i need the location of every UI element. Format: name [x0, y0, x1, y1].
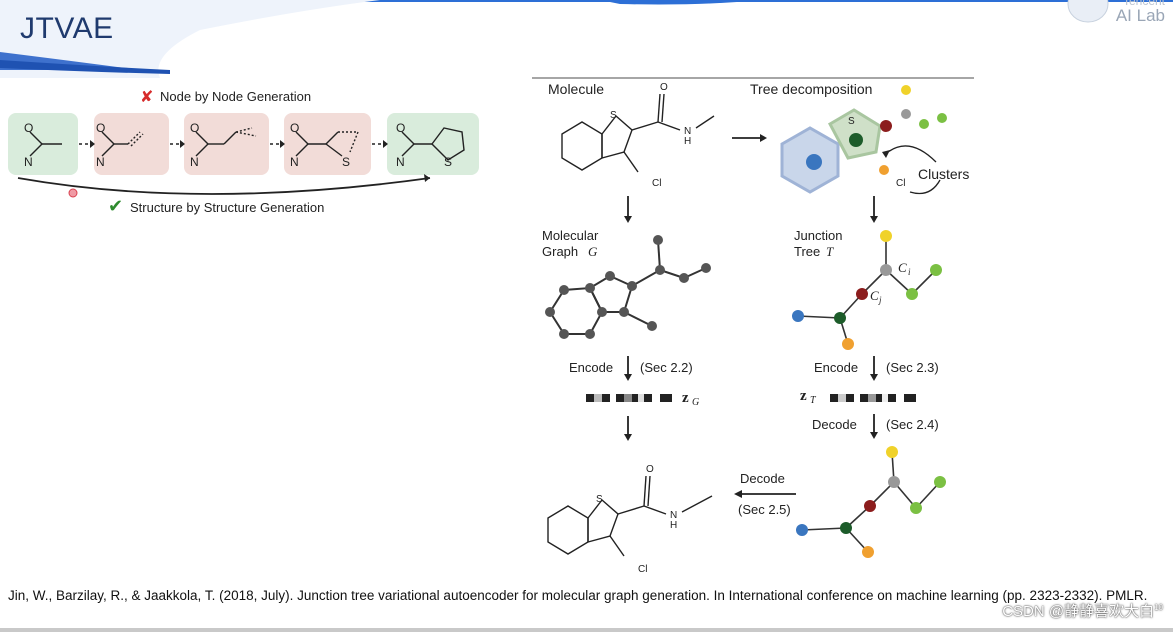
atom-s-4: S — [342, 155, 350, 169]
box-step-5 — [387, 113, 479, 175]
molecule-top — [561, 93, 715, 173]
atom-o-top: O — [660, 82, 668, 93]
graph-symbol: G — [588, 244, 598, 259]
latent-vector-left — [586, 394, 672, 402]
atom-n-3: N — [190, 155, 199, 169]
cj-sub: j — [878, 295, 882, 305]
lab-logo-icon — [1067, 0, 1109, 23]
lab-logo-line1: Tencent — [1122, 0, 1165, 7]
check-icon: ✔ — [108, 196, 123, 217]
atom-s-tree: S — [848, 116, 855, 127]
encode-left-label: Encode — [569, 360, 613, 375]
structure-by-structure-label: Structure by Structure Generation — [130, 200, 324, 215]
atom-n-bottom: N — [670, 510, 677, 521]
atom-s-top: S — [610, 110, 617, 121]
box-step-4 — [284, 113, 371, 175]
atom-cl-top: Cl — [652, 178, 661, 189]
junction-tree-label-2: Tree — [794, 244, 820, 259]
atom-o-5: O — [396, 121, 405, 135]
sec-bottom: (Sec 2.5) — [738, 502, 791, 517]
atom-cl-tree: Cl — [896, 178, 905, 189]
sec-right-decode: (Sec 2.4) — [886, 417, 939, 432]
zg-label: z — [682, 390, 689, 406]
decode-bottom-label: Decode — [740, 471, 785, 486]
molecular-graph-label-1: Molecular — [542, 228, 599, 243]
zt-sub: T — [810, 395, 817, 406]
atom-h-top: H — [684, 136, 691, 147]
atom-n-1: N — [24, 155, 33, 169]
watermark-text: CSDN @静静喜欢大白 — [1002, 603, 1155, 620]
decode-right-label: Decode — [812, 417, 857, 432]
watermark-sup: 10 — [1154, 603, 1163, 612]
zt-label: z — [800, 388, 807, 404]
atom-cl-bottom: Cl — [638, 564, 647, 575]
header-band — [0, 0, 1173, 78]
lab-logo-line2: AI Lab — [1115, 6, 1165, 25]
left-figure: ✘ Node by Node Generation — [8, 87, 479, 217]
tree-symbol: T — [826, 244, 834, 259]
zg-sub: G — [692, 397, 699, 408]
ci-label: C — [898, 260, 907, 275]
latent-vector-right — [830, 394, 916, 402]
box-step-2 — [94, 113, 169, 175]
atom-o-4: O — [290, 121, 299, 135]
cross-icon: ✘ — [140, 87, 153, 106]
bottom-bar — [0, 628, 1173, 632]
slide-title: JTVAE — [20, 12, 114, 45]
molecule-bottom — [547, 475, 713, 557]
sec-right-encode: (Sec 2.3) — [886, 360, 939, 375]
atom-n-2: N — [96, 155, 105, 169]
atom-o-bottom: O — [646, 464, 654, 475]
watermark: CSDN @静静喜欢大白10 — [1002, 600, 1163, 621]
atom-s-5: S — [444, 155, 452, 169]
atom-o-2: O — [96, 121, 105, 135]
atom-n-4: N — [290, 155, 299, 169]
citation: Jin, W., Barzilay, R., & Jaakkola, T. (2… — [8, 588, 1148, 603]
atom-n-top: N — [684, 126, 691, 137]
ci-sub: i — [908, 267, 911, 277]
molecule-label: Molecule — [548, 81, 604, 97]
atom-s-bottom: S — [596, 494, 603, 505]
encode-right-label: Encode — [814, 360, 858, 375]
cj-label: C — [870, 288, 879, 303]
node-by-node-label: Node by Node Generation — [160, 89, 311, 104]
junction-tree-label-1: Junction — [794, 228, 842, 243]
clusters-label: Clusters — [918, 166, 969, 182]
tree-decomposition-figure — [780, 85, 947, 194]
atom-h-bottom: H — [670, 520, 677, 531]
tree-decomposition-label: Tree decomposition — [750, 81, 872, 97]
sec-left-encode: (Sec 2.2) — [640, 360, 693, 375]
right-figure: Molecule Tree decomposition S O N H Cl — [532, 77, 974, 575]
lab-logo: Tencent AI Lab — [1116, 0, 1165, 25]
molecular-graph-label-2: Graph — [542, 244, 578, 259]
atom-o-3: O — [190, 121, 199, 135]
atom-o-1: O — [24, 121, 33, 135]
atom-n-5: N — [396, 155, 405, 169]
cursor-dot — [68, 188, 78, 198]
structure-arrow — [17, 177, 431, 195]
